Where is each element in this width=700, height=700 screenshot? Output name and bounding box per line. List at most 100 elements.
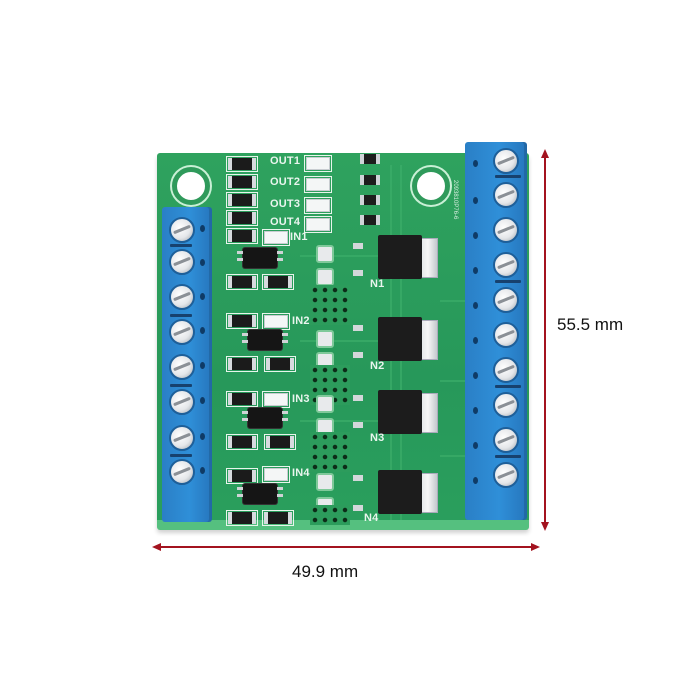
pad — [316, 473, 334, 491]
led-in4 — [262, 466, 290, 483]
screw-terminal[interactable] — [493, 148, 519, 174]
mosfet-4 — [378, 470, 422, 514]
via-grid — [310, 505, 350, 525]
pad — [316, 268, 334, 286]
label-in3: IN3 — [292, 393, 310, 405]
resistor — [226, 313, 258, 329]
mosfet-3 — [378, 390, 422, 434]
screw-terminal[interactable] — [493, 217, 519, 243]
resistor — [226, 156, 258, 172]
pad — [316, 245, 334, 263]
terminal-slot — [200, 397, 205, 404]
screw-terminal[interactable] — [493, 392, 519, 418]
terminal-slot — [200, 293, 205, 300]
diode — [360, 195, 380, 205]
mounting-hole-left — [172, 167, 210, 205]
screw-terminal[interactable] — [493, 182, 519, 208]
screw-terminal[interactable] — [493, 357, 519, 383]
pcb-trace — [440, 455, 480, 457]
diode — [360, 154, 380, 164]
screw-terminal[interactable] — [493, 427, 519, 453]
label-n1: N1 — [370, 278, 385, 290]
screw-terminal[interactable] — [493, 462, 519, 488]
led-out3 — [304, 197, 332, 214]
terminal-slot — [473, 442, 478, 449]
terminal-separator — [170, 244, 192, 247]
arrow-down-icon — [541, 522, 549, 531]
mosfet-pin — [353, 505, 363, 511]
resistor — [226, 434, 258, 450]
label-out1: OUT1 — [270, 155, 301, 167]
led-out2 — [304, 176, 332, 193]
terminal-slot — [473, 160, 478, 167]
width-dimension-line — [159, 546, 531, 548]
mosfet-1 — [378, 235, 422, 279]
pcb-edge — [157, 520, 529, 530]
label-in2: IN2 — [292, 315, 310, 327]
optocoupler-2 — [242, 330, 288, 350]
pcb-trace — [300, 340, 390, 342]
resistor — [226, 510, 258, 526]
screw-terminal[interactable] — [169, 249, 195, 275]
pad — [316, 330, 334, 348]
terminal-block-left — [162, 207, 212, 522]
resistor — [226, 174, 258, 190]
resistor — [226, 228, 258, 244]
mosfet-pin — [353, 475, 363, 481]
led-out1 — [304, 155, 332, 172]
height-dimension-label: 55.5 mm — [557, 315, 624, 334]
width-dimension-label: 49.9 mm — [292, 562, 359, 581]
pcb-trace — [300, 255, 390, 257]
terminal-slot — [200, 433, 205, 440]
optocoupler-3 — [242, 408, 288, 428]
terminal-slot — [473, 407, 478, 414]
screw-terminal[interactable] — [169, 425, 195, 451]
mounting-hole-right — [412, 167, 450, 205]
screw-terminal[interactable] — [169, 354, 195, 380]
optocoupler-4 — [237, 484, 283, 504]
screw-terminal[interactable] — [169, 217, 195, 243]
led-in2 — [262, 313, 290, 330]
terminal-separator — [170, 314, 192, 317]
mosfet-pin — [353, 422, 363, 428]
height-dimension-line — [544, 156, 546, 524]
screw-terminal[interactable] — [493, 287, 519, 313]
terminal-separator — [170, 454, 192, 457]
mosfet-2 — [378, 317, 422, 361]
via-grid — [310, 285, 350, 325]
optocoupler-1 — [237, 248, 283, 268]
screw-terminal[interactable] — [493, 252, 519, 278]
led-in3 — [262, 391, 290, 408]
terminal-block-right — [465, 142, 527, 520]
terminal-slot — [473, 372, 478, 379]
arrow-up-icon — [541, 149, 549, 158]
mosfet-pin — [353, 395, 363, 401]
resistor — [226, 274, 258, 290]
label-in1: IN1 — [290, 231, 308, 243]
label-out3: OUT3 — [270, 198, 301, 210]
label-n2: N2 — [370, 360, 385, 372]
resistor — [226, 210, 258, 226]
mosfet-pin — [353, 325, 363, 331]
label-out4: OUT4 — [270, 216, 301, 228]
screw-terminal[interactable] — [493, 322, 519, 348]
screw-terminal[interactable] — [169, 284, 195, 310]
pad — [316, 395, 334, 413]
pcb-trace — [440, 300, 480, 302]
terminal-separator — [495, 280, 521, 283]
screw-terminal[interactable] — [169, 459, 195, 485]
terminal-slot — [473, 232, 478, 239]
terminal-slot — [473, 267, 478, 274]
screw-terminal[interactable] — [169, 319, 195, 345]
screw-terminal[interactable] — [169, 389, 195, 415]
terminal-slot — [200, 259, 205, 266]
terminal-slot — [473, 302, 478, 309]
diode — [360, 175, 380, 185]
terminal-slot — [473, 477, 478, 484]
terminal-slot — [200, 362, 205, 369]
led-out4 — [304, 216, 332, 233]
label-in4: IN4 — [292, 467, 310, 479]
board-code: 2093810P76-6 — [452, 180, 458, 220]
terminal-slot — [473, 337, 478, 344]
pcb-trace — [300, 420, 390, 422]
